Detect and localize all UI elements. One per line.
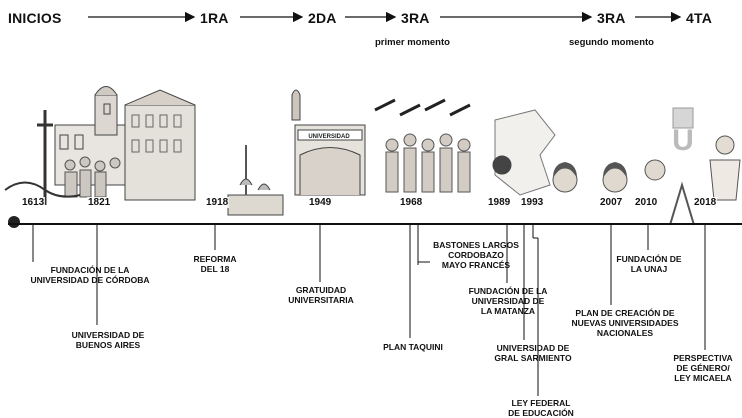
event-taquini: PLAN TAQUINI [383, 342, 443, 352]
svg-text:U: U [672, 124, 694, 157]
event-genero: PERSPECTIVA DE GÉNERO/ LEY MICAELA [673, 353, 733, 383]
event-reforma: REFORMA DEL 18 [193, 254, 237, 274]
year-label: 1949 [308, 197, 333, 208]
era-3ra-second: 3RA [597, 10, 626, 26]
event-buenos-aires: UNIVERSIDAD DE BUENOS AIRES [71, 330, 145, 350]
event-sarmiento: UNIVERSIDAD DE GRAL SARMIENTO [494, 343, 572, 363]
era-3ra-first: 3RA [401, 10, 430, 26]
event-bastones: BASTONES LARGOS CORDOBAZO MAYO FRANCÉS [433, 240, 519, 270]
year-label: 2007 [599, 197, 624, 208]
event-plan-creacion: PLAN DE CREACIÓN DE NUEVAS UNIVERSIDADES… [571, 308, 679, 338]
era-3ra-second-sub: segundo momento [569, 37, 654, 48]
building-sign: UNIVERSIDAD [308, 134, 350, 140]
year-label: 2010 [634, 197, 659, 208]
event-matanza: FUNDACIÓN DE LA UNIVERSIDAD DE LA MATANZ… [468, 286, 548, 316]
event-unaj: FUNDACIÓN DE LA UNAJ [616, 254, 682, 274]
sketch-illustration: U [4, 86, 741, 228]
year-label: 1821 [87, 197, 112, 208]
era-4ta: 4TA [686, 10, 713, 26]
year-label: 1918 [205, 197, 230, 208]
event-ley-federal: LEY FEDERAL DE EDUCACIÓN [508, 398, 574, 418]
year-label: 1968 [399, 197, 424, 208]
year-label: 1989 [487, 197, 512, 208]
event-gratuidad: GRATUIDAD UNIVERSITARIA [288, 285, 354, 305]
era-3ra-first-sub: primer momento [375, 37, 450, 48]
event-cordoba: FUNDACIÓN DE LA UNIVERSIDAD DE CÓRDOBA [30, 265, 150, 285]
era-1ra: 1RA [200, 10, 229, 26]
era-inicios: INICIOS [8, 10, 62, 26]
era-2da: 2DA [308, 10, 337, 26]
year-label: 1613 [21, 197, 46, 208]
year-label: 1993 [520, 197, 545, 208]
year-label: 2018 [693, 197, 718, 208]
